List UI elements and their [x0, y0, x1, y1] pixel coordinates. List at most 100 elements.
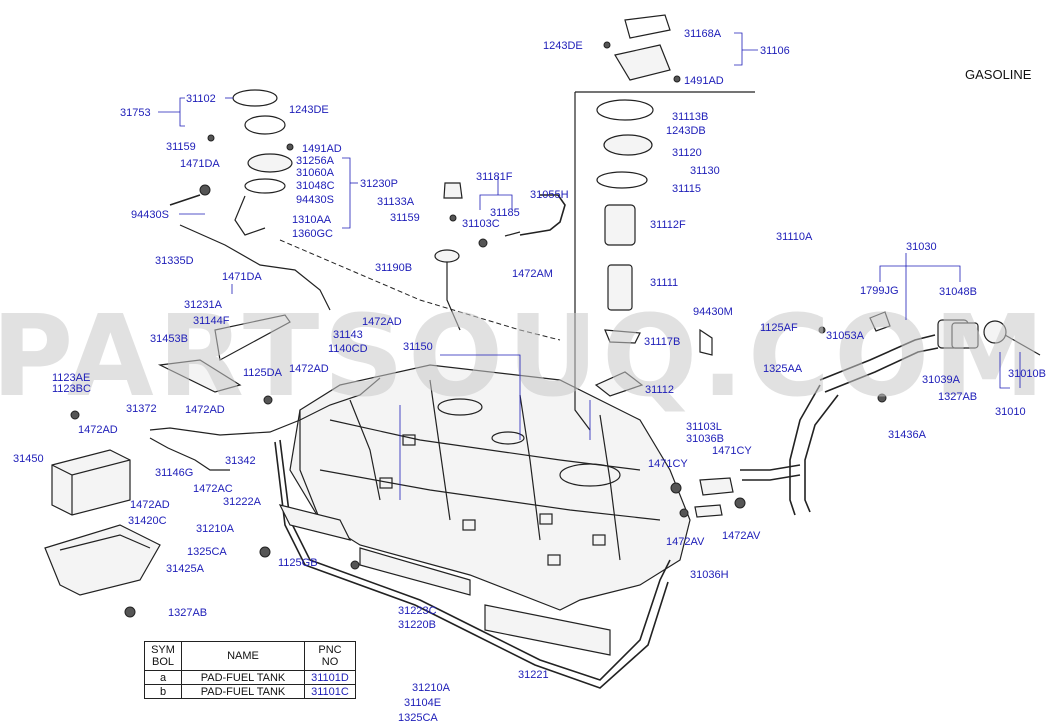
part-label[interactable]: 31039A	[922, 374, 961, 386]
legend-row: a PAD-FUEL TANK 31101D	[144, 670, 356, 685]
part-label[interactable]: 31103C	[462, 218, 500, 230]
part-label[interactable]: 1310AA	[292, 214, 332, 226]
part-label[interactable]: 1491AD	[302, 143, 342, 155]
part-label[interactable]: 1123BC	[52, 383, 91, 395]
part-label[interactable]: 31036H	[690, 569, 729, 581]
part-label[interactable]: 1472AM	[512, 268, 553, 280]
part-label[interactable]: 94430S	[296, 194, 334, 206]
symbol-legend-table: SYM BOL NAME PNC NO a PAD-FUEL TANK 3110…	[144, 641, 356, 699]
part-label[interactable]: 1327AB	[168, 607, 207, 619]
part-label[interactable]: 1243DB	[666, 125, 706, 137]
part-label[interactable]: 31231A	[184, 299, 223, 311]
part-label[interactable]: 31112	[645, 384, 674, 396]
part-label[interactable]: 94430S	[131, 209, 169, 221]
part-label[interactable]: 1472AD	[78, 424, 118, 436]
legend-symbol: a	[144, 670, 182, 685]
part-label[interactable]: 31150	[403, 341, 433, 353]
part-label[interactable]: 1360GC	[292, 228, 333, 240]
part-label[interactable]: 31055H	[530, 189, 569, 201]
watermark-text: PARTSOUQ.COM	[0, 292, 1049, 422]
part-label[interactable]: 31168A	[684, 28, 722, 40]
legend-pnc[interactable]: 31101D	[304, 670, 356, 685]
part-label[interactable]: 31048B	[939, 286, 977, 298]
part-label[interactable]: 31036B	[686, 433, 724, 445]
part-label[interactable]: 1125AF	[760, 322, 798, 334]
part-label[interactable]: 1471CY	[712, 445, 752, 457]
part-label[interactable]: 31053A	[826, 330, 865, 342]
legend-pnc[interactable]: 31101C	[304, 684, 356, 699]
part-label[interactable]: 31450	[13, 453, 44, 465]
part-label[interactable]: 1472AV	[722, 530, 761, 542]
part-label[interactable]: 1472AD	[185, 404, 225, 416]
legend-name: PAD-FUEL TANK	[181, 684, 305, 699]
part-label[interactable]: 31210A	[196, 523, 235, 535]
part-label[interactable]: 31181F	[476, 171, 513, 183]
part-label[interactable]: 31190B	[375, 262, 412, 274]
part-label[interactable]: 1471DA	[222, 271, 262, 283]
part-label[interactable]: 31220B	[398, 619, 436, 631]
part-labels: GASOLINE 31753 31102 1243DE 31159 1471DA…	[13, 28, 1046, 724]
part-label[interactable]: 1140CD	[328, 343, 368, 355]
part-label[interactable]: 31112F	[650, 219, 686, 231]
part-label[interactable]: 31210A	[412, 682, 451, 694]
part-label[interactable]: 1472AD	[362, 316, 402, 328]
part-label[interactable]: 1325AA	[763, 363, 803, 375]
part-label[interactable]: 31230P	[360, 178, 398, 190]
part-label[interactable]: 31159	[166, 141, 196, 153]
legend-symbol: b	[144, 684, 182, 699]
part-label[interactable]: 1472AD	[289, 363, 329, 375]
part-label[interactable]: 31048C	[296, 180, 335, 192]
part-label[interactable]: 31110A	[776, 231, 813, 243]
part-label[interactable]: 1799JG	[860, 285, 899, 297]
part-label[interactable]: 31221	[518, 669, 549, 681]
part-label[interactable]: 31103L	[686, 421, 722, 433]
part-label[interactable]: 1123AE	[52, 372, 90, 384]
part-label[interactable]: 1472AV	[666, 536, 705, 548]
part-label[interactable]: 31372	[126, 403, 157, 415]
part-label[interactable]: 31111	[650, 277, 678, 289]
part-label[interactable]: 31420C	[128, 515, 167, 527]
part-label[interactable]: 31753	[120, 107, 151, 119]
part-label[interactable]: 1325CA	[398, 712, 438, 724]
part-label[interactable]: 1325CA	[187, 546, 227, 558]
part-label[interactable]: 31030	[906, 241, 937, 253]
part-label[interactable]: 31425A	[166, 563, 205, 575]
part-label[interactable]: 31117B	[644, 336, 680, 348]
part-label[interactable]: 31130	[690, 165, 720, 177]
filler-neck-drawing	[670, 311, 1041, 518]
part-label[interactable]: 31144F	[193, 315, 230, 327]
part-label[interactable]: 1125DA	[243, 367, 283, 379]
part-label[interactable]: 31104E	[404, 697, 441, 709]
part-label[interactable]: 31133A	[377, 196, 415, 208]
legend-header-pnc: PNC NO	[304, 641, 356, 671]
part-label[interactable]: 1491AD	[684, 75, 724, 87]
part-label[interactable]: 31223C	[398, 605, 437, 617]
part-label[interactable]: 94430M	[693, 306, 733, 318]
part-label[interactable]: 1327AB	[938, 391, 977, 403]
part-label[interactable]: 31185	[490, 207, 520, 219]
part-label[interactable]: 1471DA	[180, 158, 220, 170]
part-label[interactable]: 31335D	[155, 255, 194, 267]
part-label[interactable]: 31143	[333, 329, 363, 341]
part-label[interactable]: 31342	[225, 455, 256, 467]
part-label[interactable]: 31060A	[296, 167, 335, 179]
part-label[interactable]: 1243DE	[543, 40, 583, 52]
part-label[interactable]: 31453B	[150, 333, 188, 345]
part-label[interactable]: 31222A	[223, 496, 262, 508]
part-label[interactable]: 31115	[672, 183, 701, 195]
part-label[interactable]: 31113B	[672, 111, 708, 123]
part-label[interactable]: 31010	[995, 406, 1026, 418]
part-label[interactable]: 1472AD	[130, 499, 170, 511]
part-label[interactable]: 31102	[186, 93, 216, 105]
part-label[interactable]: 1471CY	[648, 458, 688, 470]
part-label[interactable]: 1243DE	[289, 104, 329, 116]
part-label[interactable]: 31146G	[155, 467, 193, 479]
part-label[interactable]: 1472AC	[193, 483, 233, 495]
part-label[interactable]: 31159	[390, 212, 420, 224]
part-label[interactable]: 1125GB	[278, 557, 318, 569]
part-label[interactable]: 31120	[672, 147, 702, 159]
part-label[interactable]: 31106	[760, 45, 790, 57]
part-label[interactable]: 31436A	[888, 429, 927, 441]
part-label[interactable]: 31256A	[296, 155, 335, 167]
part-label[interactable]: 31010B	[1008, 368, 1046, 380]
